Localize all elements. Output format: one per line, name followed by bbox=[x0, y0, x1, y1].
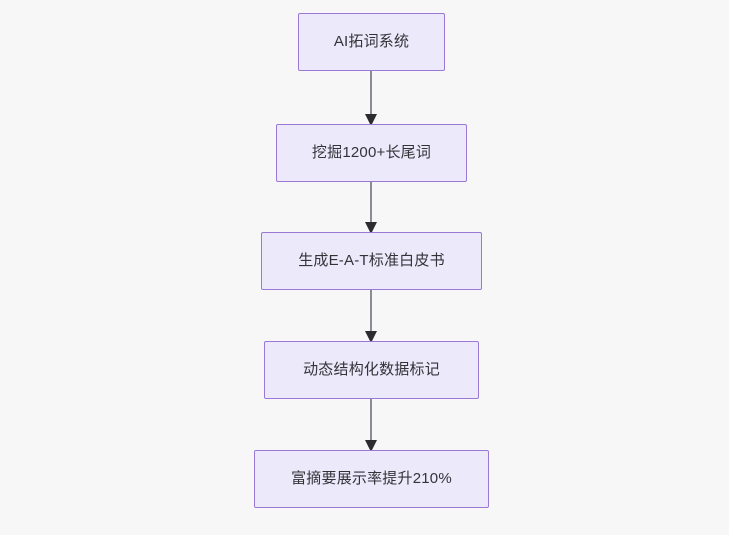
flowchart-node-mine-longtail-keywords[interactable]: 挖掘1200+长尾词 bbox=[276, 124, 467, 182]
arrowhead-icon bbox=[365, 114, 377, 126]
edge-node3-to-node4 bbox=[365, 290, 377, 343]
node-label: 动态结构化数据标记 bbox=[303, 361, 440, 378]
edge-node4-to-node5 bbox=[365, 399, 377, 452]
node-label: 生成E-A-T标准白皮书 bbox=[298, 252, 445, 269]
flowchart-node-dynamic-structured-data-markup[interactable]: 动态结构化数据标记 bbox=[264, 341, 479, 399]
arrowhead-icon bbox=[365, 440, 377, 452]
arrowhead-icon bbox=[365, 331, 377, 343]
edge-node2-to-node3 bbox=[365, 182, 377, 234]
flowchart-node-rich-snippet-impression-lift[interactable]: 富摘要展示率提升210% bbox=[254, 450, 489, 508]
node-label: 挖掘1200+长尾词 bbox=[311, 144, 432, 161]
flowchart-node-generate-eat-whitepaper[interactable]: 生成E-A-T标准白皮书 bbox=[261, 232, 482, 290]
flowchart-node-ai-keyword-system[interactable]: AI拓词系统 bbox=[298, 13, 445, 71]
node-label: 富摘要展示率提升210% bbox=[291, 470, 452, 487]
arrowhead-icon bbox=[365, 222, 377, 234]
node-label: AI拓词系统 bbox=[333, 33, 410, 50]
edge-node1-to-node2 bbox=[365, 71, 377, 126]
